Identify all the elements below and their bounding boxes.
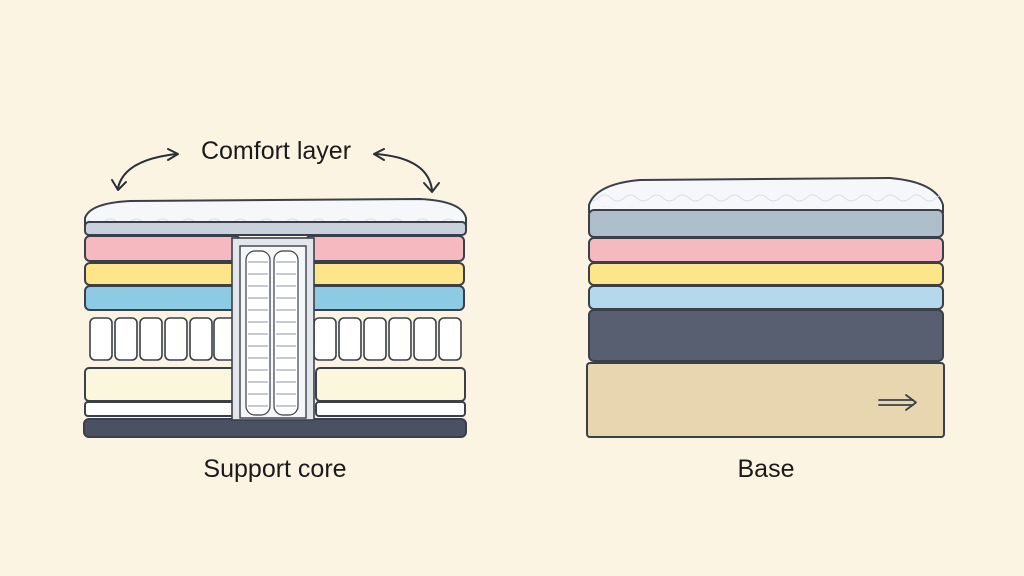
yellow-layer [588, 262, 944, 286]
blue-comfort-layer-left [84, 285, 241, 311]
arrow-right-icon [878, 394, 917, 411]
pillow-top-border [84, 221, 467, 236]
cream-foam-left [84, 367, 241, 402]
dark-base-layer [83, 418, 467, 438]
yellow-comfort-layer-right [305, 262, 465, 286]
cutaway-mattress [83, 197, 467, 438]
pocket-coils-left [89, 317, 237, 361]
pink-comfort-layer-left [84, 235, 241, 262]
base-label: Base [737, 455, 795, 483]
support-core-label: Support core [203, 455, 347, 483]
comfort-layer-label: Comfort layer [200, 137, 352, 165]
thin-foam-right [315, 401, 466, 417]
blue-comfort-layer-right [305, 285, 465, 311]
pink-comfort-layer-right [305, 235, 465, 262]
tan-base [586, 362, 945, 438]
thin-foam-left [84, 401, 241, 417]
slate-layer [588, 209, 944, 238]
coil-turns [248, 261, 296, 407]
dark-slate-layer [588, 309, 944, 362]
cream-foam-right [315, 367, 466, 402]
light-blue-layer [588, 285, 944, 310]
curved-double-arrow-icon [373, 148, 440, 193]
pocket-coils-right [313, 317, 462, 361]
coil-column [245, 250, 299, 416]
curved-double-arrow-icon [111, 148, 179, 191]
stacked-mattress [586, 176, 945, 438]
pink-layer [588, 237, 944, 263]
yellow-comfort-layer-left [84, 262, 241, 286]
